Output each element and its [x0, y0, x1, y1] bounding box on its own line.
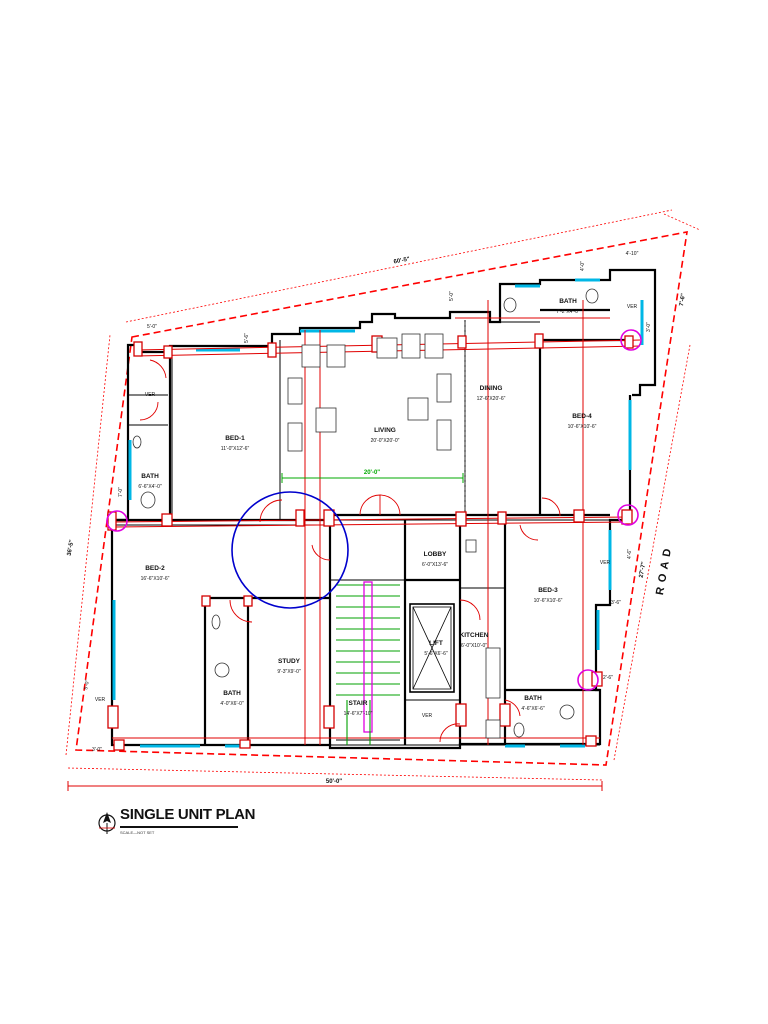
room-size-bed-1: 11'-0"X12'-6"	[221, 446, 250, 452]
dim-left: 36'-5"	[67, 539, 76, 556]
magenta-marker	[577, 669, 599, 691]
room-name-bath-top: BATH	[559, 298, 577, 305]
room-name-bed-4: BED-4	[572, 413, 592, 420]
lift	[409, 603, 455, 693]
dimension-labels: 60'-5" 50'-0" 36'-5" 27'-7" 7'-6" 5'-0" …	[67, 251, 687, 785]
room-size-bath-left: 6'-6"X4'-0"	[138, 484, 161, 490]
dim-setback: 4'-6"	[627, 549, 633, 559]
windows	[112, 278, 644, 748]
room-size-lobby: 6'-0"X13'-6"	[422, 562, 448, 568]
dim-top: 60'-5"	[393, 256, 410, 265]
title-block: SINGLE UNIT PLAN SCALE—NOT SET	[96, 804, 256, 844]
plot-boundary	[65, 209, 701, 791]
stair	[336, 581, 400, 745]
room-size-bath-right: 4'-6"X6'-6"	[521, 706, 544, 712]
room-size-bed-2: 16'-6"X10'-6"	[141, 576, 170, 582]
room-size-living: 20'-0"X20'-0"	[371, 438, 400, 444]
room-name-bed-3: BED-3	[538, 587, 558, 594]
living-span-dimension: 20'-0"	[281, 470, 464, 483]
dim-setback: 5'-0"	[147, 324, 157, 330]
interior-walls	[112, 308, 630, 745]
magenta-marker	[620, 329, 642, 351]
room-size-bed-3: 10'-6"X10'-6"	[534, 598, 563, 604]
dim-corner-right: 7'-6"	[679, 293, 687, 307]
dim-setback: 5'-0"	[449, 291, 455, 301]
scale-note: SCALE—NOT SET	[120, 830, 155, 835]
room-size-study: 9'-3"X9'-0"	[277, 669, 300, 675]
dim-setback: 2'-6"	[603, 675, 613, 681]
room-name-bed-1: BED-1	[225, 435, 245, 442]
veranda-label: VER	[95, 697, 106, 703]
structural-columns	[107, 333, 634, 751]
room-size-bath-top: 7'-2"X4'-0"	[556, 309, 579, 315]
veranda-label: VER	[422, 713, 433, 719]
room-name-stair: STAIR	[348, 700, 367, 707]
room-name-study: STUDY	[278, 658, 301, 665]
title-underline	[120, 826, 238, 828]
dim-setback: 5'-6"	[244, 333, 250, 343]
dim-setback: 5'-0"	[83, 679, 91, 690]
dim-setback: 3'-6"	[611, 600, 621, 606]
dim-setback: 7'-0"	[118, 487, 124, 497]
room-name-bed-2: BED-2	[145, 565, 165, 572]
highlight-markers	[106, 329, 642, 691]
dim-right: 27'-7"	[639, 561, 648, 578]
room-name-bath-study: BATH	[223, 690, 241, 697]
room-name-lobby: LOBBY	[424, 551, 447, 558]
room-name-bath-left: BATH	[141, 473, 159, 480]
grid-lines	[111, 300, 641, 745]
north-arrow-icon	[98, 812, 116, 834]
dim-setback: 4'-0"	[580, 261, 586, 271]
blue-highlight-circle	[231, 491, 349, 609]
room-labels: BED-1 11'-0"X12'-6" LIVING 20'-0"X20'-0"…	[95, 298, 638, 719]
magenta-marker	[617, 504, 639, 526]
doors	[139, 359, 561, 743]
veranda-label: VER	[600, 560, 611, 566]
dim-bottom: 50'-0"	[326, 779, 342, 785]
room-name-dining: DINING	[480, 385, 503, 392]
room-name-living: LIVING	[374, 427, 396, 434]
room-size-kitchen: 6'-0"X10'-0"	[461, 643, 487, 649]
room-size-bed-4: 10'-6"X10'-6"	[568, 424, 597, 430]
dim-setback: 3'-0"	[646, 322, 652, 332]
dim-setback: 4'-10"	[626, 251, 639, 257]
dim-setback: 3'-0"	[92, 747, 102, 753]
room-name-bath-right: BATH	[524, 695, 542, 702]
room-size-stair: 14'-6"X7'-10"	[344, 711, 373, 717]
furniture	[132, 288, 599, 739]
magenta-marker	[106, 510, 128, 532]
living-span-label: 20'-0"	[364, 470, 380, 476]
room-name-lift: LIFT	[429, 640, 443, 647]
road-label: R O A D	[654, 547, 674, 596]
room-name-kitchen: KITCHEN	[460, 632, 489, 639]
room-size-lift: 5'-6"X6'-6"	[424, 651, 447, 657]
veranda-label: VER	[145, 392, 156, 398]
plan-title: SINGLE UNIT PLAN	[120, 806, 256, 823]
room-size-bath-study: 4'-0"X6'-0"	[220, 701, 243, 707]
room-size-dining: 12'-6"X20'-6"	[477, 396, 506, 402]
veranda-label: VER	[627, 304, 638, 310]
